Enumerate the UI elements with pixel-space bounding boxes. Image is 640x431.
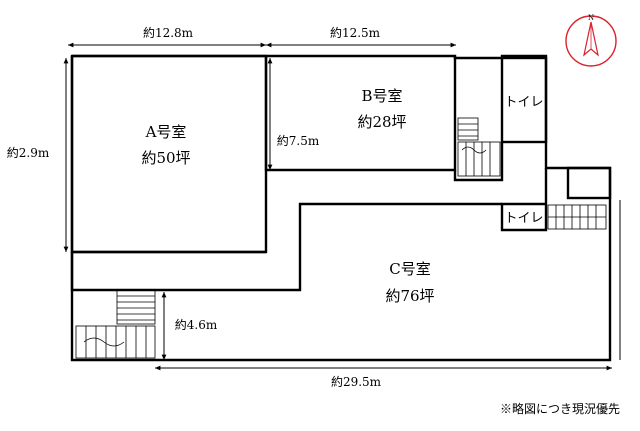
- stairs-lower-left: [75, 289, 156, 359]
- room-a-name: A号室: [145, 123, 187, 141]
- stairs-right: [547, 204, 607, 230]
- toilet-lower-label: トイレ: [504, 211, 543, 226]
- compass-icon: [565, 15, 617, 67]
- dim-top-right-label: 約12.5m: [330, 25, 381, 40]
- dim-c-height-label: 約4.6m: [175, 317, 218, 332]
- right-notch: [500, 166, 612, 232]
- dim-b-height-label: 約7.5m: [277, 133, 320, 148]
- room-c-name: C号室: [389, 260, 430, 278]
- room-c-area: 約76坪: [385, 287, 434, 305]
- room-b-name: B号室: [361, 87, 402, 105]
- room-c-outline: [70, 202, 502, 292]
- stairs-upper: [457, 117, 501, 177]
- dim-bottom-label: 約29.5m: [331, 374, 382, 389]
- dim-left-label: 約2.9m: [7, 145, 50, 160]
- dimension-lines: [63, 42, 621, 371]
- compass-label: N: [588, 14, 594, 22]
- room-b-outline: [264, 56, 457, 172]
- toilet-upper-label: トイレ: [504, 95, 543, 110]
- dim-top-left-label: 約12.8m: [143, 25, 194, 40]
- toilet-upper-area: [453, 56, 548, 182]
- room-b-area: 約28坪: [357, 113, 406, 131]
- disclaimer-note: ※略図につき現況優先: [500, 401, 620, 416]
- room-a-area: 約50坪: [141, 149, 190, 167]
